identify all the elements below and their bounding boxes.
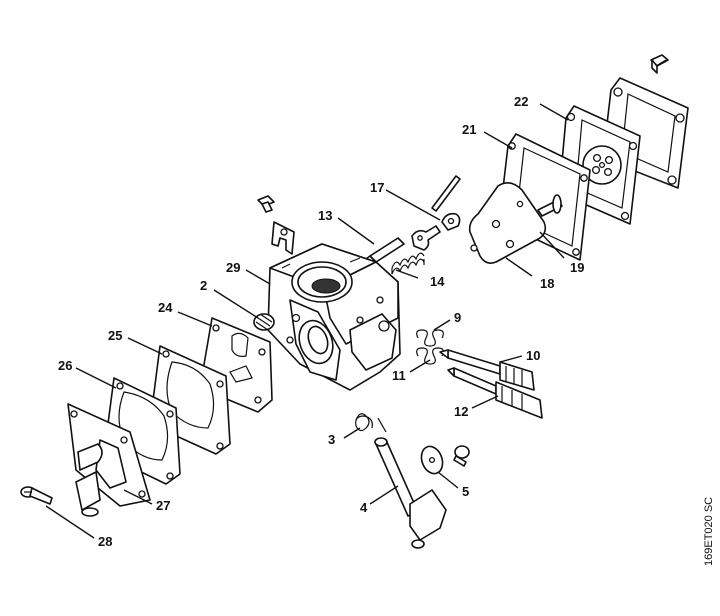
callout-5: 5 (462, 484, 469, 499)
callout-18: 18 (540, 276, 554, 291)
callout-13: 13 (318, 208, 332, 223)
spring-14 (391, 252, 425, 275)
shaft-screw (453, 445, 470, 467)
inlet-control-lever (411, 225, 441, 251)
carburetor-body-29 (267, 243, 401, 391)
clip-screw (257, 195, 275, 213)
callout-28: 28 (98, 534, 112, 549)
callout-12: 12 (454, 404, 468, 419)
callout-17: 17 (370, 180, 384, 195)
callout-26: 26 (58, 358, 72, 373)
callout-4: 4 (360, 500, 368, 515)
washer-5 (420, 445, 444, 475)
inlet-lever-spindle-17 (431, 175, 461, 231)
spring-11 (416, 347, 444, 365)
callout-11: 11 (392, 368, 406, 383)
callout-14: 14 (430, 274, 445, 289)
leader-lines (45, 103, 569, 539)
callout-25: 25 (108, 328, 122, 343)
cover-screw (650, 54, 669, 74)
inlet-lever-plate-18 (468, 182, 547, 264)
adjusting-screw-12 (447, 367, 543, 419)
callout-29: 29 (226, 260, 240, 275)
callout-24: 24 (158, 300, 173, 315)
callout-19: 19 (570, 260, 584, 275)
throttle-shaft-4 (374, 437, 447, 549)
callout-27: 27 (156, 498, 170, 513)
callout-21: 21 (462, 122, 476, 137)
callout-2: 2 (200, 278, 207, 293)
cover-screw-28 (20, 486, 53, 505)
callout-10: 10 (526, 348, 540, 363)
adjusting-screw-10 (439, 349, 535, 391)
inlet-needle-13 (361, 237, 405, 263)
screen-filter-2 (253, 313, 275, 331)
diaphragm-pin-19 (537, 194, 563, 217)
callout-9: 9 (454, 310, 461, 325)
pump-cover-27 (67, 403, 151, 517)
drawing-code: 169ET020 SC (703, 497, 715, 566)
spring-3 (355, 413, 387, 433)
callout-22: 22 (514, 94, 528, 109)
clip-bracket (271, 221, 295, 255)
spring-9 (416, 329, 444, 347)
callout-3: 3 (328, 432, 335, 447)
